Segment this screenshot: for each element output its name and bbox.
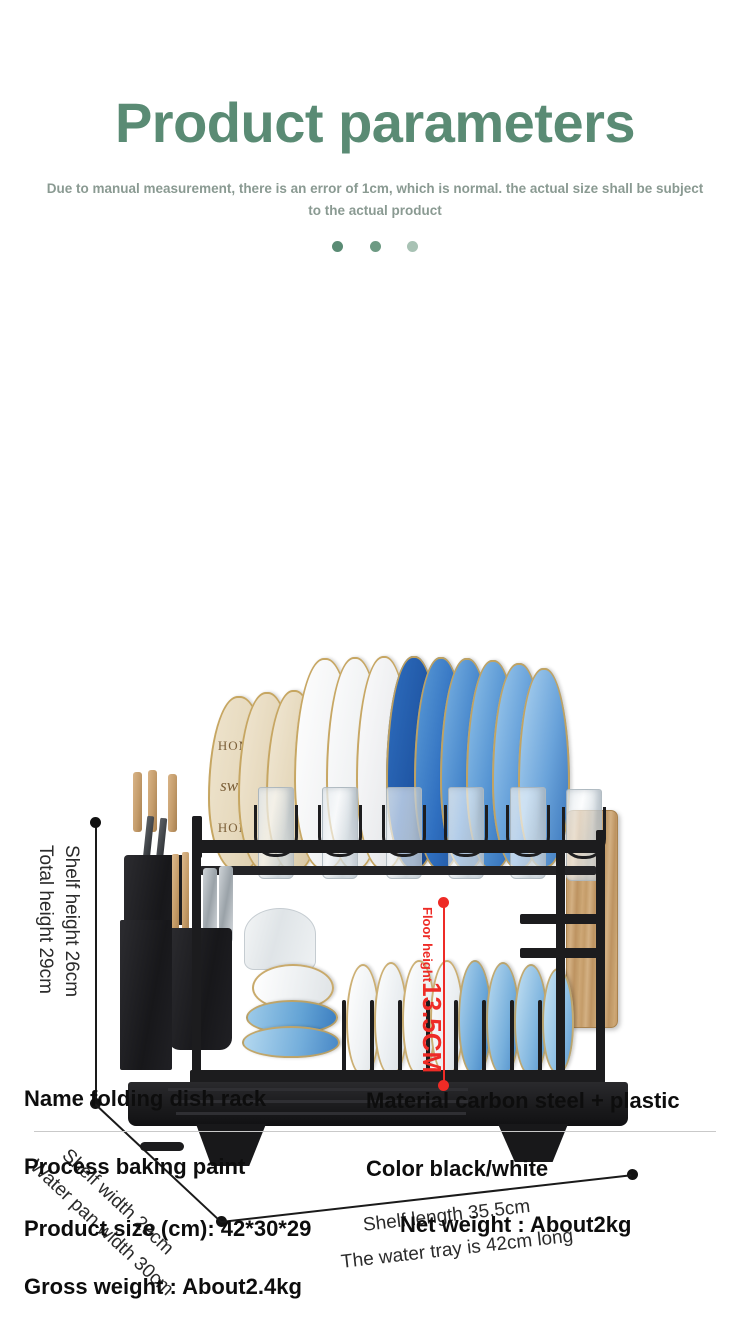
dimension-endpoint-top (90, 817, 101, 828)
bowl-stack-blue-2 (242, 1026, 340, 1058)
floor-height-endpoint-top (438, 897, 449, 908)
knife-handle-1 (133, 772, 142, 832)
page-header: Product parameters Due to manual measure… (0, 0, 750, 270)
fork-utensil-1 (203, 868, 217, 942)
dimension-endpoint-right (627, 1169, 638, 1180)
board-clamp-upper (520, 914, 604, 924)
carousel-dots[interactable] (0, 238, 750, 256)
glass-cup-1 (258, 787, 294, 879)
board-clamp-lower (520, 948, 604, 958)
upper-shelf-rail (196, 840, 600, 853)
glass-holder-4 (444, 805, 488, 857)
floor-height-endpoint-bottom (438, 1080, 449, 1091)
bottom-divider-wire-3 (398, 1000, 402, 1082)
knife-blade-1 (142, 815, 155, 861)
tray-grid-3 (176, 1112, 466, 1115)
glass-holder-3 (382, 805, 426, 857)
dish-rack-illustration: HOME sweet HOME (0, 300, 750, 1166)
spec-table-divider (34, 1131, 716, 1132)
bottom-divider-wire-8 (538, 1000, 542, 1082)
knife-handle-3 (168, 774, 177, 832)
fork-utensil-2 (219, 866, 233, 942)
lower-shelf-rail (190, 1070, 602, 1084)
knife-handle-2 (148, 770, 157, 832)
glass-cup-3 (386, 787, 422, 879)
bottom-divider-wire-1 (342, 1000, 346, 1082)
bottom-divider-wire-5 (454, 1000, 458, 1082)
label-total-height: Total height 29cm (35, 845, 56, 994)
label-shelf-height: Shelf height 26cm (61, 845, 82, 998)
frame-post-right (556, 848, 565, 1084)
glass-cup-4 (448, 787, 484, 879)
upper-shelf-rail-lower (200, 866, 596, 875)
glass-holder-1 (254, 805, 298, 857)
bottom-divider-wire-7 (510, 1000, 514, 1082)
bottom-divider-wire-4 (426, 1000, 430, 1082)
side-panel (120, 920, 172, 1070)
bottom-dish-1 (346, 964, 380, 1076)
tray-grid-2 (172, 1100, 468, 1103)
tray-grid-1 (168, 1088, 468, 1091)
bottom-divider-wire-6 (482, 1000, 486, 1082)
spec-process: Process baking paint (24, 1154, 246, 1179)
glass-holder-5 (506, 805, 550, 857)
product-diagram: HOME sweet HOME (0, 300, 750, 1300)
floor-height-value: 13.5 (417, 982, 447, 1033)
carousel-dot-1[interactable] (332, 241, 344, 253)
vertical-dimension-line (95, 822, 97, 1104)
glass-cup-5 (510, 787, 546, 879)
bottom-divider-wire-2 (370, 1000, 374, 1082)
page-title: Product parameters (114, 91, 636, 154)
chopstick-2 (182, 852, 189, 942)
carousel-dot-2[interactable] (369, 241, 381, 253)
spec-material: Material carbon steel + plastic (366, 1088, 680, 1113)
upper-shelf-edge-left (192, 816, 202, 858)
pot-with-lid (244, 908, 316, 970)
chopstick-1 (172, 854, 179, 942)
tray-spout (140, 1142, 184, 1151)
glass-cup-2 (322, 787, 358, 879)
floor-height-line (443, 900, 445, 1088)
label-floor-height: Floor height13.5CM (416, 907, 447, 1073)
spec-gross-weight: Gross weight : About2.4kg (24, 1274, 302, 1299)
page-subtitle: Due to manual measurement, there is an e… (46, 181, 704, 219)
spec-name: Name folding dish rack (24, 1086, 267, 1111)
floor-height-text: Floor height (420, 907, 435, 983)
spec-color: Color black/white (366, 1156, 549, 1181)
carousel-dot-3[interactable] (406, 241, 418, 253)
spec-net-weight: Net weight : About2kg (400, 1212, 632, 1237)
glass-holder-2 (318, 805, 362, 857)
floor-height-unit: CM (417, 1032, 447, 1074)
spec-product-size: Product size (cm): 42*30*29 (24, 1216, 312, 1241)
frame-post-left (192, 848, 201, 1084)
